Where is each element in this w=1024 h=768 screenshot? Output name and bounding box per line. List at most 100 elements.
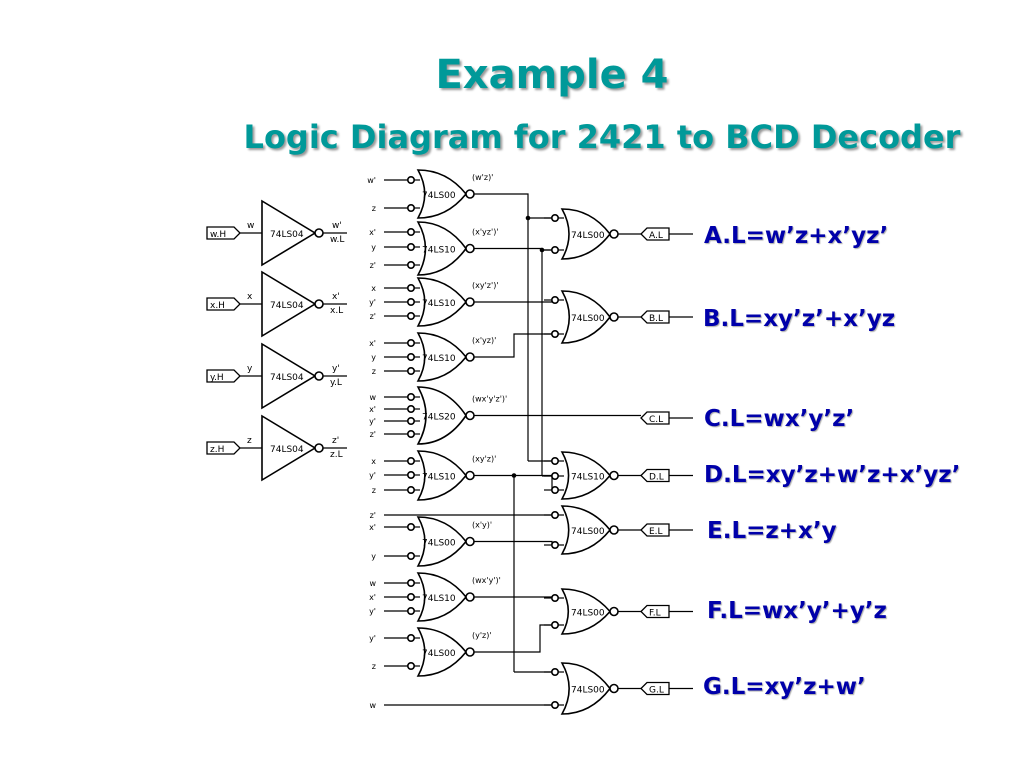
inversion-bubble [550,510,559,519]
gate-input-label: w [369,393,376,402]
inversion-bubble [406,297,415,306]
inversion-bubble [406,485,415,494]
gate-output-label: (wx'y')' [472,576,501,585]
inverter-input-label: x [247,292,253,302]
gate-input-label: z' [370,261,376,270]
gate-output-label: (xy'z')' [472,281,499,290]
inversion-bubble [609,229,619,239]
nand-gate [416,516,468,567]
direct-input-label: w [369,701,376,710]
wire [474,333,552,358]
inversion-bubble [550,593,559,602]
input-connector [206,369,241,383]
inversion-bubble [465,410,475,421]
part-number: 74LS00 [571,231,605,241]
equation-b: B.L=xy’z’+x’yz [703,306,896,332]
inversion-bubble [406,311,415,320]
inversion-bubble [550,214,559,223]
gate-2: x'yz'74LS10(x'yz')' [369,221,499,276]
inversion-bubble [550,471,559,480]
equation-a: A.L=w’z+x’yz’ [704,223,889,249]
gate-output-label: (y'z)' [472,631,492,640]
inversion-bubble [465,536,475,547]
nand-gate [560,451,612,500]
gate-input-label: x' [369,228,376,237]
gate-input-label: y' [369,634,376,643]
input-connector [206,441,241,455]
nand-gate [416,169,468,219]
output-B-L: 74LS00 B.L [544,290,693,344]
input-connector [206,226,241,240]
inversion-bubble [550,485,559,494]
nand-gate [416,277,468,327]
inversion-bubble [550,700,559,709]
output-label: D.L [649,473,664,483]
part-number: 74LS04 [270,230,304,240]
slide-subtitle: Logic Diagram for 2421 to BCD Decoder [243,118,961,156]
inversion-bubble [609,606,619,617]
part-number: 74LS10 [571,473,605,483]
inversion-bubble [406,522,415,531]
part-number: 74LS00 [571,314,605,324]
inversion-bubble [406,392,415,401]
inversion-bubble [314,443,324,453]
inversion-bubble [406,228,415,237]
inverter-output-label: z' [332,436,339,446]
inversion-bubble [550,667,559,676]
inversion-bubble [465,352,475,362]
inversion-bubble [314,228,324,238]
inverter-output-label: x' [332,292,340,302]
gate-output-label: (x'yz)' [472,336,496,345]
inverter-symbol [261,199,317,267]
output-C-L: C.L [640,411,693,425]
inversion-bubble [406,416,415,425]
inversion-bubble [609,683,619,694]
gate-input-label: x' [369,523,376,532]
nand-gate [416,386,467,445]
wire [474,474,553,490]
inverter-input-label: y [247,364,253,374]
gate-input-label: z [372,204,376,213]
gate-input-label: x' [369,593,376,602]
nand-gate [416,572,468,622]
part-number: 74LS20 [422,413,456,423]
inversion-bubble [406,243,415,252]
inversion-bubble [465,243,475,254]
gate-input-label: z' [370,312,376,321]
inversion-bubble [550,540,559,549]
inverter-symbol [261,270,317,338]
inversion-bubble [550,456,559,465]
inversion-bubble [406,176,415,185]
part-number: 74LS10 [422,473,456,483]
output-A-L: 74LS00 A.L [544,208,693,260]
inversion-bubble [465,592,475,602]
gate-input-label: x' [369,339,376,348]
output-label: B.L [649,314,663,324]
gate-input-label: y' [369,417,376,426]
output-label: E.L [649,527,663,537]
inverter-input-label: w [247,221,254,231]
inverter-symbol [261,414,317,482]
inversion-bubble [406,578,415,587]
inversion-bubble [314,371,324,381]
output-label: C.L [649,415,663,425]
inversion-bubble [465,647,475,657]
gate-8: wx'y'74LS10(wx'y')' [369,572,501,622]
gate-output-label: (w'z)' [472,173,493,182]
inversion-bubble [406,404,415,413]
input-label: x.H [210,301,225,311]
part-number: 74LS04 [270,445,304,455]
inversion-bubble [406,429,415,438]
gate-input-label: z' [370,430,376,439]
output-label: A.L [649,231,663,241]
nand-gate [560,505,612,555]
inverter-output-label: y.L [330,378,342,388]
gate-input-label: x' [369,405,376,414]
part-number: 74LS00 [422,649,456,659]
